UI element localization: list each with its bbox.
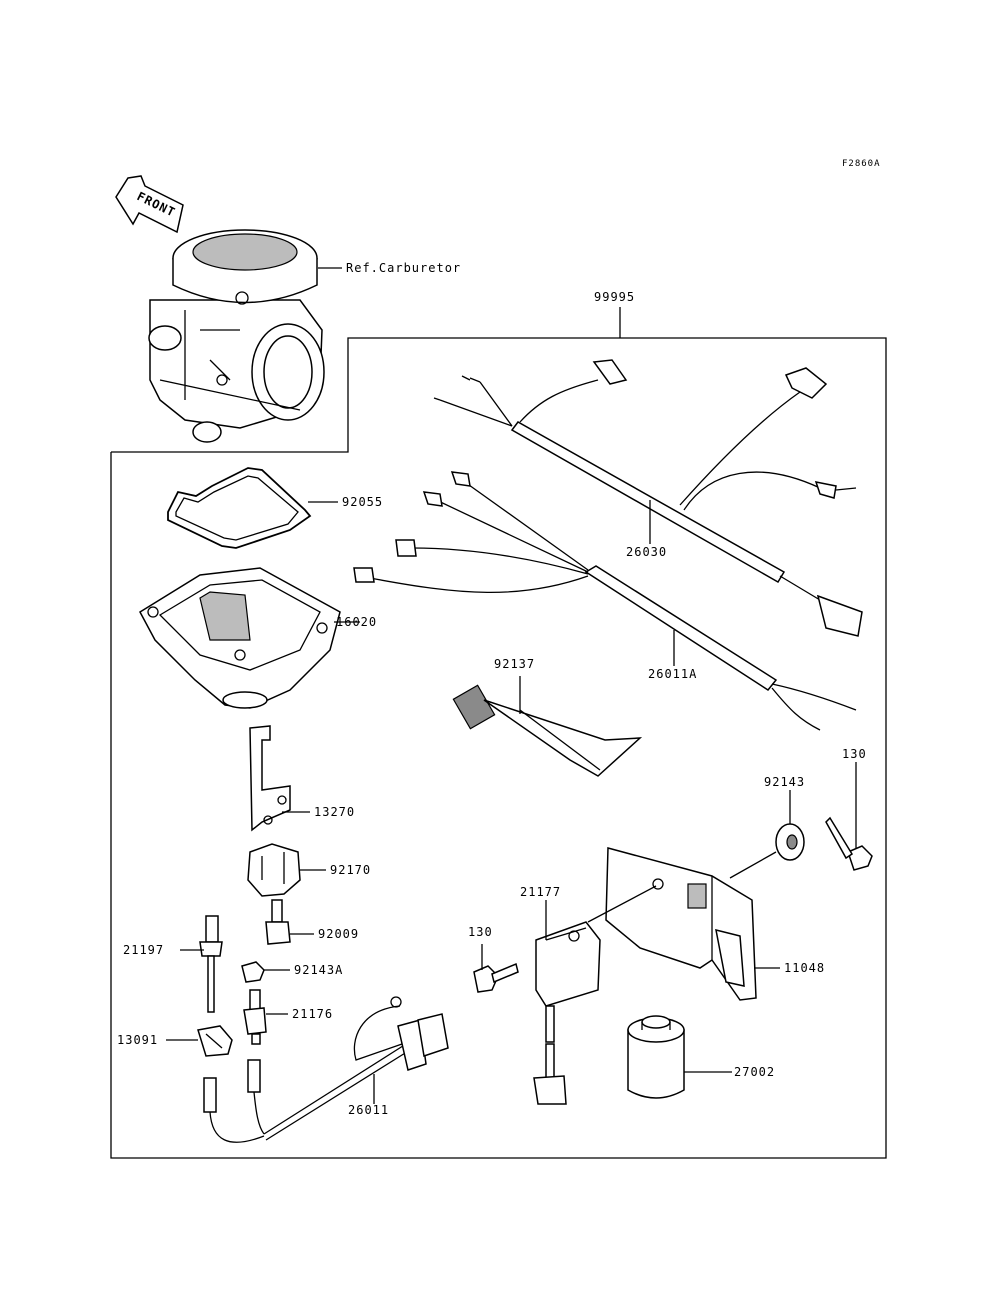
callout-21177: 21177 xyxy=(520,885,561,899)
callout-92009: 92009 xyxy=(318,927,359,941)
callout-92055: 92055 xyxy=(342,495,383,509)
callout-16020: 16020 xyxy=(336,615,377,629)
harness-26030 xyxy=(433,359,863,637)
callout-26011: 26011 xyxy=(348,1103,389,1117)
bolt-130-mid xyxy=(473,962,519,993)
solenoid-27002 xyxy=(627,1015,685,1099)
relay-21177 xyxy=(533,921,601,1105)
clamp-13091 xyxy=(197,1025,233,1057)
sensor-21197 xyxy=(199,915,223,1013)
figure-code: F2860A xyxy=(842,159,881,169)
holder-92170 xyxy=(247,843,301,897)
screw-92009 xyxy=(265,899,291,945)
front-arrow-icon: FRONT xyxy=(115,175,184,234)
plate-13270 xyxy=(249,725,291,832)
callout-26030: 26030 xyxy=(626,545,667,559)
harness-26011 xyxy=(203,996,449,1143)
callout-99995: 99995 xyxy=(594,290,635,304)
callout-21176: 21176 xyxy=(292,1007,333,1021)
sensor-21176 xyxy=(243,989,267,1045)
callout-21197: 21197 xyxy=(123,943,164,957)
bracket-11048 xyxy=(605,847,757,1001)
gasket-92055 xyxy=(167,467,312,549)
carburetor-illustration xyxy=(148,229,325,443)
callout-130-top: 130 xyxy=(842,747,867,761)
harness-26011a xyxy=(353,471,857,731)
callout-130-mid: 130 xyxy=(468,925,493,939)
callout-92143A: 92143A xyxy=(294,963,343,977)
callout-13091: 13091 xyxy=(117,1033,158,1047)
float-bowl-16020 xyxy=(139,567,341,709)
grease-tube-92137 xyxy=(452,684,643,777)
callout-26011A: 26011A xyxy=(648,667,697,681)
callout-27002: 27002 xyxy=(734,1065,775,1079)
kit-boundary xyxy=(110,337,887,1159)
callout-92170: 92170 xyxy=(330,863,371,877)
callout-92137: 92137 xyxy=(494,657,535,671)
bolt-130-top xyxy=(825,816,873,871)
callout-92143: 92143 xyxy=(764,775,805,789)
ref-carburetor-label: Ref.Carburetor xyxy=(346,261,461,275)
washer-92143 xyxy=(775,823,805,861)
callout-11048: 11048 xyxy=(784,961,825,975)
callout-13270: 13270 xyxy=(314,805,355,819)
washer-92143a xyxy=(241,961,265,983)
